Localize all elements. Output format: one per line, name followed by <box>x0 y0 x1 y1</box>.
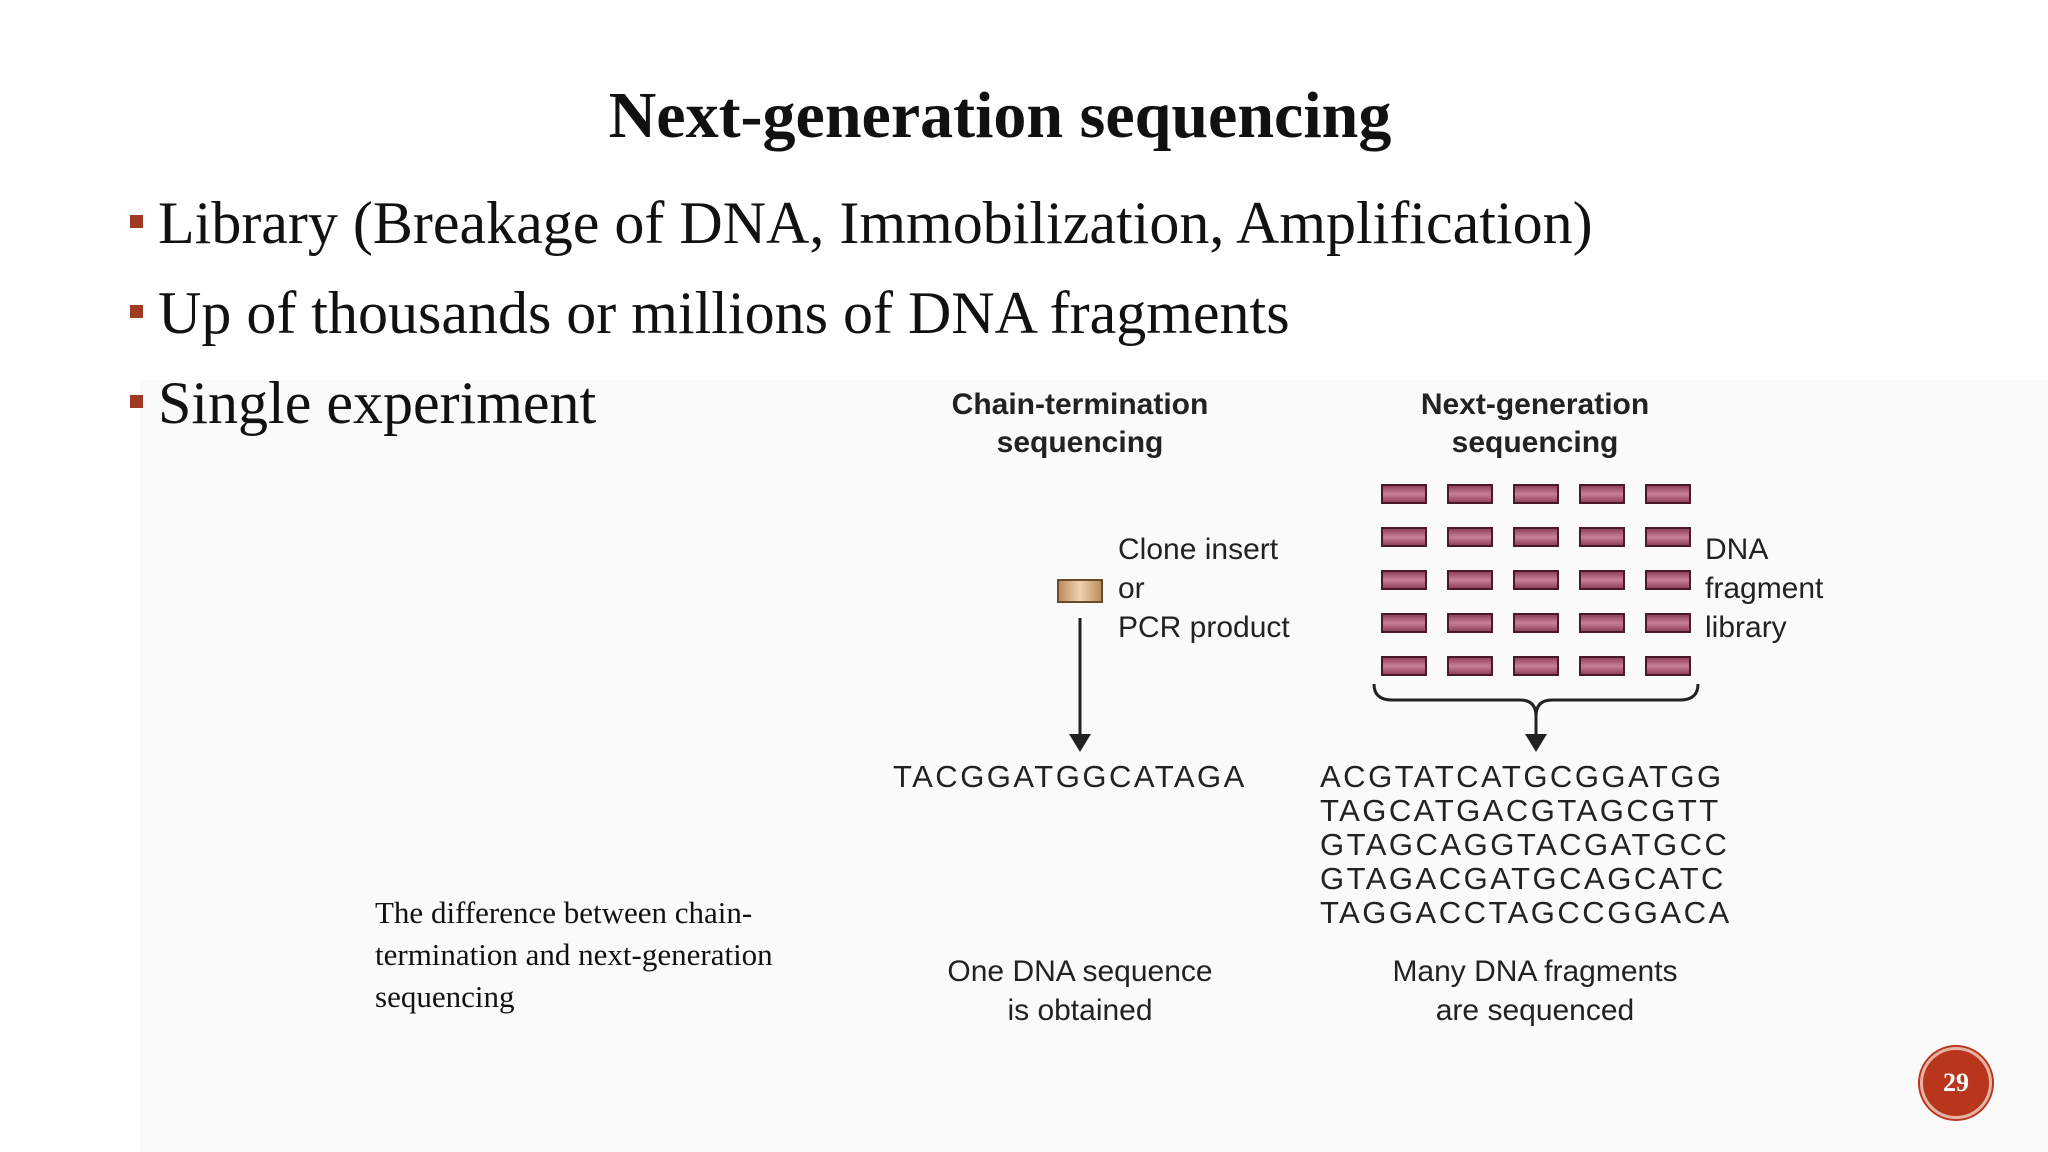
sequence-line: GTAGACGATGCAGCATC <box>1320 861 1726 896</box>
page-number-badge: 29 <box>1920 1047 1992 1119</box>
clone-insert-block <box>1057 579 1103 603</box>
dna-fragment <box>1579 570 1625 590</box>
dna-fragment <box>1447 570 1493 590</box>
dna-fragment <box>1447 527 1493 547</box>
dna-fragment <box>1381 613 1427 633</box>
dna-fragment <box>1447 484 1493 504</box>
dna-fragment <box>1579 484 1625 504</box>
bullet-square-icon <box>130 215 143 228</box>
heading-line: sequencing <box>996 426 1164 459</box>
label-line: Clone insert <box>1118 533 1279 566</box>
next-generation-heading: Next-generation sequencing <box>1355 386 1715 462</box>
sequence-line: TAGGACCTAGCCGGACA <box>1320 895 1732 930</box>
dna-fragment <box>1513 656 1559 676</box>
heading-line: Chain-termination <box>951 388 1209 421</box>
left-arrow-head <box>1069 734 1091 752</box>
clone-insert-label: Clone insert or PCR product <box>1118 530 1290 647</box>
dna-fragment <box>1579 613 1625 633</box>
dna-fragment <box>1381 656 1427 676</box>
bullet-square-icon <box>130 395 143 408</box>
dna-fragment <box>1381 484 1427 504</box>
fragment-library-label: DNA fragment library <box>1705 530 1823 647</box>
grouping-brace <box>1372 683 1700 717</box>
bullet-text: Up of thousands or millions of DNA fragm… <box>158 280 1290 346</box>
dna-fragment <box>1381 570 1427 590</box>
figure-caption: The difference between chain-termination… <box>375 895 773 1014</box>
right-sequences: ACGTATCATGCGGATGG TAGCATGACGTAGCGTT GTAG… <box>1320 760 1732 930</box>
dna-fragment <box>1513 613 1559 633</box>
dna-fragment <box>1381 527 1427 547</box>
dna-fragment <box>1645 527 1691 547</box>
bullet-text: Single experiment <box>158 370 597 436</box>
dna-fragment <box>1513 484 1559 504</box>
bullet-list: Library (Breakage of DNA, Immobilization… <box>126 178 1593 448</box>
sequence-line: TAGCATGACGTAGCGTT <box>1320 793 1721 828</box>
dna-fragment <box>1513 570 1559 590</box>
dna-fragment <box>1513 527 1559 547</box>
slide-title: Next-generation sequencing <box>608 79 1392 152</box>
result-line: is obtained <box>1007 994 1153 1027</box>
sequence-line: GTAGCAGGTACGATGCC <box>1320 827 1730 862</box>
bullet-text: Library (Breakage of DNA, Immobilization… <box>158 190 1593 256</box>
label-line: PCR product <box>1118 611 1290 644</box>
left-result-text: One DNA sequence is obtained <box>900 952 1260 1030</box>
dna-fragment <box>1645 570 1691 590</box>
label-line: or <box>1118 572 1145 605</box>
dna-fragment <box>1645 656 1691 676</box>
result-line: Many DNA fragments <box>1392 955 1678 988</box>
bullet-item: Single experiment <box>126 358 1593 448</box>
label-line: DNA <box>1705 533 1769 566</box>
chain-termination-heading: Chain-termination sequencing <box>900 386 1260 462</box>
bullet-item: Library (Breakage of DNA, Immobilization… <box>126 178 1593 268</box>
right-result-text: Many DNA fragments are sequenced <box>1355 952 1715 1030</box>
bullet-square-icon <box>130 305 143 318</box>
right-arrow-head <box>1525 734 1547 752</box>
fragment-library-grid <box>1381 484 1691 676</box>
dna-fragment <box>1579 656 1625 676</box>
result-line: One DNA sequence <box>947 955 1213 988</box>
heading-line: sequencing <box>1451 426 1619 459</box>
dna-fragment <box>1645 613 1691 633</box>
label-line: library <box>1705 611 1787 644</box>
dna-fragment <box>1447 613 1493 633</box>
sequence-line: TACGGATGGCATAGA <box>893 759 1247 794</box>
left-sequence: TACGGATGGCATAGA <box>893 760 1247 794</box>
label-line: fragment <box>1705 572 1824 605</box>
dna-fragment <box>1645 484 1691 504</box>
heading-line: Next-generation <box>1420 388 1650 421</box>
result-line: are sequenced <box>1435 994 1635 1027</box>
bullet-item: Up of thousands or millions of DNA fragm… <box>126 268 1593 358</box>
dna-fragment <box>1447 656 1493 676</box>
dna-fragment <box>1579 527 1625 547</box>
figure-background <box>140 380 2048 1152</box>
sequence-line: ACGTATCATGCGGATGG <box>1320 759 1724 794</box>
